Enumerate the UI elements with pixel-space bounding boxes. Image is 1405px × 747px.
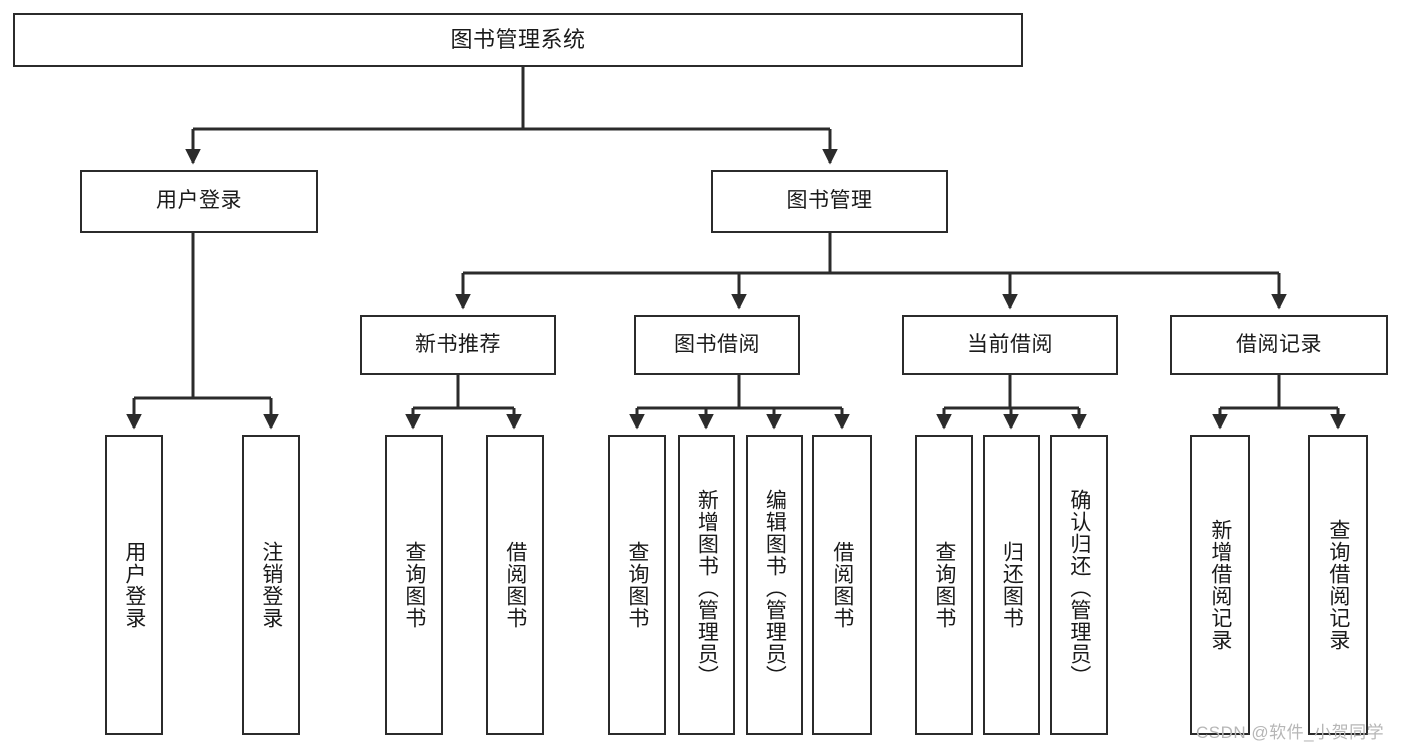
node-label: 借阅图书: [503, 541, 527, 629]
node-label: 查询图书: [402, 541, 426, 629]
leaf-new-book-borrow[interactable]: 借阅图书: [486, 435, 544, 735]
leaf-book-borrow-borrow[interactable]: 借阅图书: [812, 435, 872, 735]
node-borrow-record[interactable]: 借阅记录: [1170, 315, 1388, 375]
node-root-system[interactable]: 图书管理系统: [13, 13, 1023, 67]
node-label: 查询图书: [932, 541, 956, 629]
node-current-borrow[interactable]: 当前借阅: [902, 315, 1118, 375]
leaf-user-login-signout[interactable]: 注销登录: [242, 435, 300, 735]
node-book-manage[interactable]: 图书管理: [711, 170, 948, 233]
leaf-borrow-record-add[interactable]: 新增借阅记录: [1190, 435, 1250, 735]
node-label: 编辑图书（管理员）: [763, 489, 787, 687]
leaf-book-borrow-add[interactable]: 新增图书（管理员）: [678, 435, 735, 735]
node-label: 确认归还（管理员）: [1067, 489, 1091, 687]
leaf-borrow-record-query[interactable]: 查询借阅记录: [1308, 435, 1368, 735]
node-user-login[interactable]: 用户登录: [80, 170, 318, 233]
node-label: 图书管理系统: [450, 27, 586, 53]
leaf-current-borrow-return[interactable]: 归还图书: [983, 435, 1040, 735]
node-label: 图书借阅: [674, 332, 760, 356]
node-label: 查询图书: [625, 541, 649, 629]
leaf-book-borrow-edit[interactable]: 编辑图书（管理员）: [746, 435, 803, 735]
csdn-watermark: CSDN @软件_小贺同学: [1196, 723, 1385, 742]
node-label: 新增借阅记录: [1208, 519, 1232, 651]
node-book-borrow[interactable]: 图书借阅: [634, 315, 800, 375]
node-label: 注销登录: [259, 541, 283, 629]
node-label: 用户登录: [156, 189, 242, 213]
node-label: 图书管理: [786, 189, 873, 213]
node-label: 借阅图书: [830, 541, 854, 629]
node-label: 查询借阅记录: [1326, 519, 1350, 651]
node-label: 当前借阅: [967, 332, 1053, 356]
leaf-user-login-signin[interactable]: 用户登录: [105, 435, 163, 735]
node-label: 用户登录: [122, 541, 146, 629]
node-new-book-recommend[interactable]: 新书推荐: [360, 315, 556, 375]
node-label: 归还图书: [1000, 541, 1024, 629]
node-label: 新书推荐: [415, 332, 501, 356]
leaf-current-borrow-confirm[interactable]: 确认归还（管理员）: [1050, 435, 1108, 735]
leaf-current-borrow-query[interactable]: 查询图书: [915, 435, 973, 735]
leaf-new-book-query[interactable]: 查询图书: [385, 435, 443, 735]
leaf-book-borrow-query[interactable]: 查询图书: [608, 435, 666, 735]
node-label: 借阅记录: [1236, 332, 1322, 356]
node-label: 新增图书（管理员）: [695, 489, 719, 687]
